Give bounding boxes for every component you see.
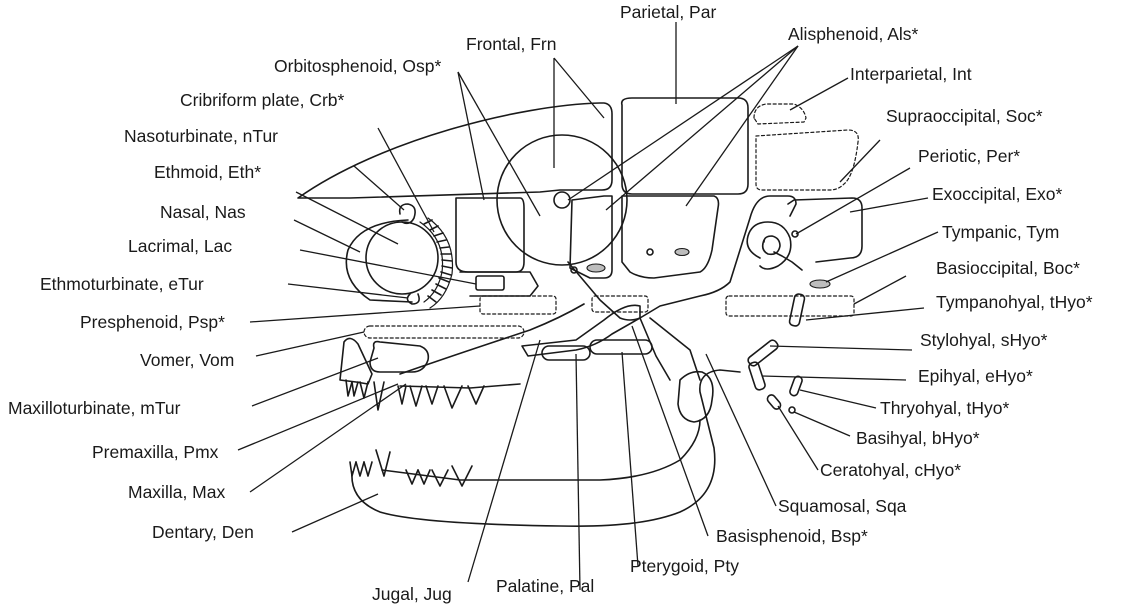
bone-labels: Parietal, Par Frontal, Frn Alisphenoid, … — [8, 2, 1093, 604]
supraoccipital-bone — [756, 130, 858, 190]
vomer-bone — [364, 326, 524, 338]
label-epihyal: Epihyal, eHyo* — [918, 366, 1033, 386]
periotic-bone — [763, 236, 780, 254]
label-tympanic: Tympanic, Tym — [942, 222, 1059, 242]
label-tympanohyal: Tympanohyal, tHyo* — [936, 292, 1093, 312]
tympanohyal-bone — [789, 293, 805, 326]
label-alisphenoid: Alisphenoid, Als* — [788, 24, 919, 44]
thyrohyal-bone — [789, 375, 803, 397]
label-orbitosphenoid: Orbitosphenoid, Osp* — [274, 56, 442, 76]
frontal-bone — [298, 103, 612, 198]
label-thyrohyal: Thryohyal, tHyo* — [880, 398, 1010, 418]
label-lacrimal: Lacrimal, Lac — [128, 236, 232, 256]
label-vomer: Vomer, Vom — [140, 350, 234, 370]
interparietal-bone — [754, 104, 806, 124]
label-parietal: Parietal, Par — [620, 2, 716, 22]
premaxilla-bone — [340, 338, 372, 384]
label-premaxilla: Premaxilla, Pmx — [92, 442, 219, 462]
dentary-bone — [352, 370, 740, 526]
foramen-3 — [647, 249, 653, 255]
label-nasoturbinate: Nasoturbinate, nTur — [124, 126, 278, 146]
label-interparietal: Interparietal, Int — [850, 64, 972, 84]
label-periotic: Periotic, Per* — [918, 146, 1020, 166]
label-cribriform: Cribriform plate, Crb* — [180, 90, 345, 110]
label-presphenoid: Presphenoid, Psp* — [80, 312, 225, 332]
lower-teeth — [350, 450, 472, 486]
presphenoid-bone — [480, 296, 556, 314]
label-basisphenoid: Basisphenoid, Bsp* — [716, 526, 868, 546]
label-supraoccipital: Supraoccipital, Soc* — [886, 106, 1043, 126]
maxilla-arch — [400, 304, 584, 374]
foramen-2 — [587, 264, 605, 272]
basisphenoid-line — [640, 318, 670, 380]
label-dentary: Dentary, Den — [152, 522, 254, 542]
label-maxilla: Maxilla, Max — [128, 482, 225, 502]
orbit-center — [554, 192, 570, 208]
basioccipital-bone — [726, 296, 854, 316]
label-jugal: Jugal, Jug — [372, 584, 452, 604]
lacrimal-bone — [476, 276, 504, 290]
label-exoccipital: Exoccipital, Exo* — [932, 184, 1063, 204]
alisphenoid-bone — [622, 196, 719, 278]
label-palatine: Palatine, Pal — [496, 576, 594, 596]
label-ethmoid: Ethmoid, Eth* — [154, 162, 261, 182]
label-ceratohyal: Ceratohyal, cHyo* — [820, 460, 961, 480]
orbitosphenoid-bone — [456, 198, 524, 272]
label-stylohyal: Stylohyal, sHyo* — [920, 330, 1048, 350]
label-basioccipital: Basioccipital, Boc* — [936, 258, 1080, 278]
upper-teeth — [346, 380, 484, 410]
palatine-bone — [522, 305, 640, 356]
label-frontal: Frontal, Frn — [466, 34, 556, 54]
ethmoturbinate-scroll — [407, 294, 419, 304]
exoccipital-bone — [788, 198, 862, 262]
label-nasal: Nasal, Nas — [160, 202, 246, 222]
maxilla-lower — [400, 384, 520, 388]
tympanic-bone — [747, 222, 791, 269]
braincase-outline — [568, 196, 796, 320]
label-pterygoid: Pterygoid, Pty — [630, 556, 739, 576]
skull-drawing — [298, 98, 862, 526]
label-ethmoturbinate: Ethmoturbinate, eTur — [40, 274, 204, 294]
squamosal-bone — [650, 318, 700, 380]
label-maxilloturbinate: Maxilloturbinate, mTur — [8, 398, 181, 418]
label-squamosal: Squamosal, Sqa — [778, 496, 907, 516]
label-basihyal: Basihyal, bHyo* — [856, 428, 980, 448]
angular-process — [678, 372, 713, 422]
foramen-4 — [675, 249, 689, 256]
